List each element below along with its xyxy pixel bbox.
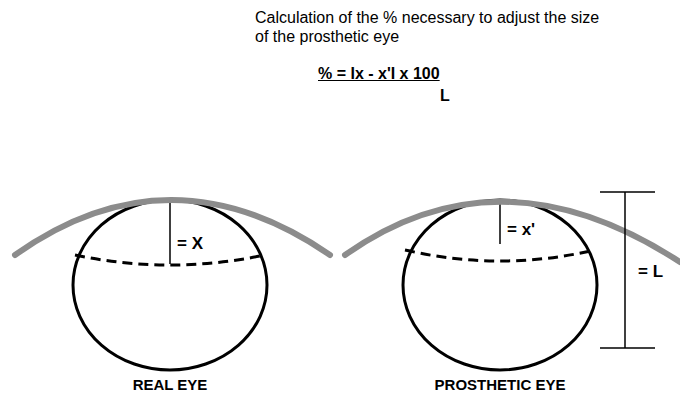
depth-line <box>499 200 501 244</box>
formula-numerator: % = Ix - x'I x 100 <box>318 64 440 83</box>
eyeball-outline <box>403 200 597 370</box>
eyelid-curve <box>345 202 680 262</box>
eyeball-outline <box>73 200 267 370</box>
eye-caption: PROSTHETIC EYE <box>435 376 566 394</box>
dimension-label: = L <box>638 262 663 282</box>
dimension-bracket <box>624 192 626 348</box>
title-text: Calculation of the % necessary to adjust… <box>255 8 600 46</box>
dimension-label: = x' <box>507 220 535 240</box>
eye-caption: REAL EYE <box>133 376 208 394</box>
formula-denominator: L <box>440 86 450 105</box>
bracket-tick <box>600 347 655 349</box>
eyelid-curve <box>15 200 330 255</box>
dashed-curve <box>405 250 595 261</box>
dimension-label: = X <box>177 234 203 254</box>
depth-line <box>169 200 171 264</box>
bracket-tick <box>600 191 655 193</box>
